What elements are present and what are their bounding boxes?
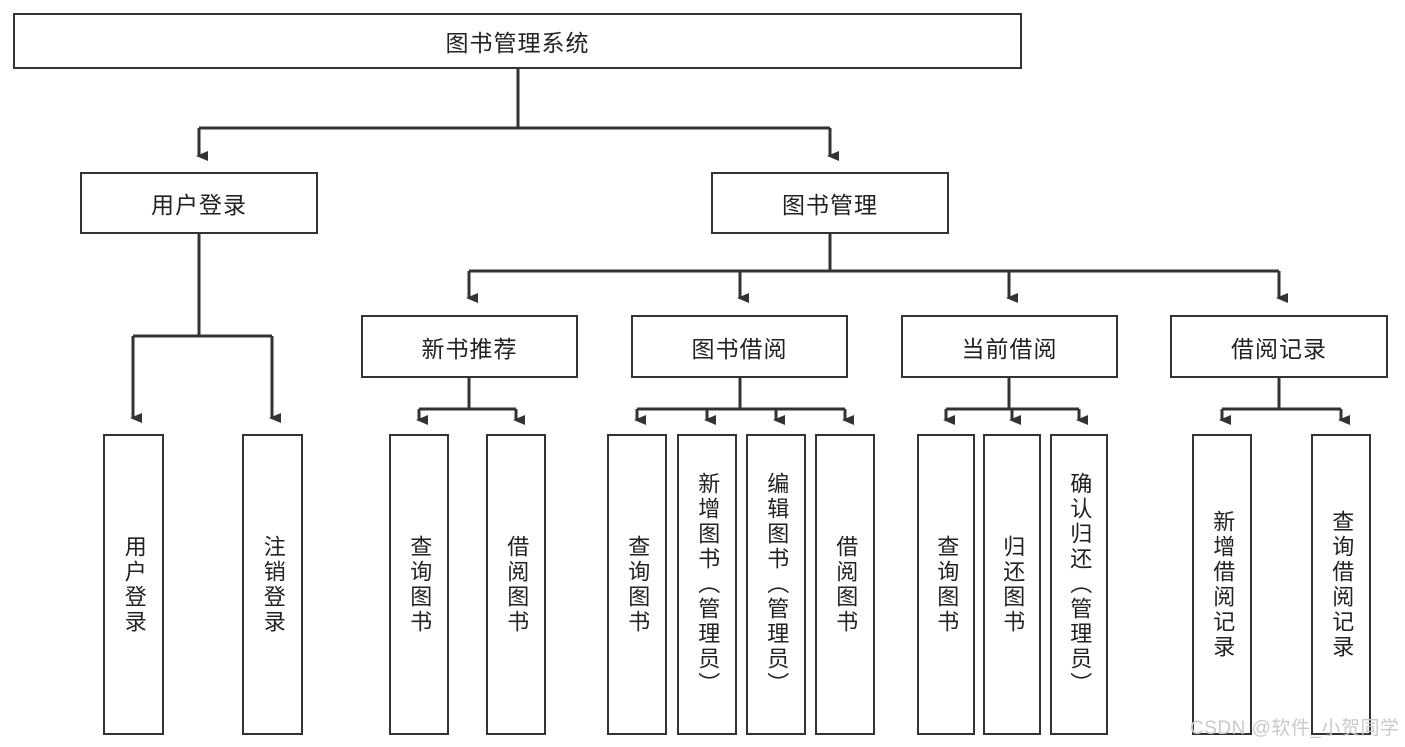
node-leaf-add-record-label: 新增借阅记录	[1210, 509, 1236, 660]
node-current-borrow[interactable]: 当前借阅	[901, 315, 1118, 378]
node-leaf-edit-book-label: 编辑图书（管理员）	[764, 472, 790, 697]
node-leaf-add-book-label: 新增图书（管理员）	[695, 472, 721, 697]
node-leaf-borrow-book-1[interactable]: 借阅图书	[486, 434, 546, 735]
node-leaf-return-book[interactable]: 归还图书	[983, 434, 1041, 735]
node-leaf-borrow-book-1-label: 借阅图书	[504, 534, 530, 635]
node-leaf-return-book-label: 归还图书	[1000, 534, 1026, 635]
node-user-login[interactable]: 用户登录	[80, 172, 318, 234]
node-leaf-query-book-3-label: 查询图书	[934, 534, 960, 635]
node-leaf-query-book-2[interactable]: 查询图书	[607, 434, 667, 735]
node-leaf-add-book[interactable]: 新增图书（管理员）	[677, 434, 737, 735]
node-book-borrow-label: 图书借阅	[691, 335, 788, 362]
node-leaf-logout[interactable]: 注销登录	[242, 434, 303, 735]
node-new-book-recommend-label: 新书推荐	[421, 335, 518, 362]
node-leaf-borrow-book-2-label: 借阅图书	[833, 534, 859, 635]
node-leaf-user-login-label: 用户登录	[121, 534, 147, 635]
node-user-login-label: 用户登录	[151, 192, 247, 218]
node-current-borrow-label: 当前借阅	[961, 335, 1058, 362]
node-leaf-query-record[interactable]: 查询借阅记录	[1311, 434, 1371, 735]
node-root[interactable]: 图书管理系统	[13, 13, 1022, 69]
node-book-manage-label: 图书管理	[782, 192, 878, 218]
node-borrow-record-label: 借阅记录	[1231, 335, 1327, 362]
node-leaf-borrow-book-2[interactable]: 借阅图书	[815, 434, 875, 735]
node-leaf-logout-label: 注销登录	[260, 534, 286, 635]
node-leaf-query-book-3[interactable]: 查询图书	[917, 434, 975, 735]
node-leaf-user-login[interactable]: 用户登录	[103, 434, 164, 735]
node-leaf-confirm-return[interactable]: 确认归还（管理员）	[1050, 434, 1108, 735]
node-leaf-add-record[interactable]: 新增借阅记录	[1192, 434, 1252, 735]
node-book-borrow[interactable]: 图书借阅	[631, 315, 848, 378]
node-leaf-query-book-1[interactable]: 查询图书	[389, 434, 449, 735]
node-root-label: 图书管理系统	[445, 30, 590, 56]
node-new-book-recommend[interactable]: 新书推荐	[361, 315, 578, 378]
node-leaf-confirm-return-label: 确认归还（管理员）	[1067, 472, 1093, 697]
node-borrow-record[interactable]: 借阅记录	[1170, 315, 1388, 378]
node-leaf-edit-book[interactable]: 编辑图书（管理员）	[746, 434, 806, 735]
node-leaf-query-record-label: 查询借阅记录	[1329, 509, 1355, 660]
node-leaf-query-book-2-label: 查询图书	[625, 534, 651, 635]
node-book-manage[interactable]: 图书管理	[711, 172, 949, 234]
node-leaf-query-book-1-label: 查询图书	[407, 534, 433, 635]
